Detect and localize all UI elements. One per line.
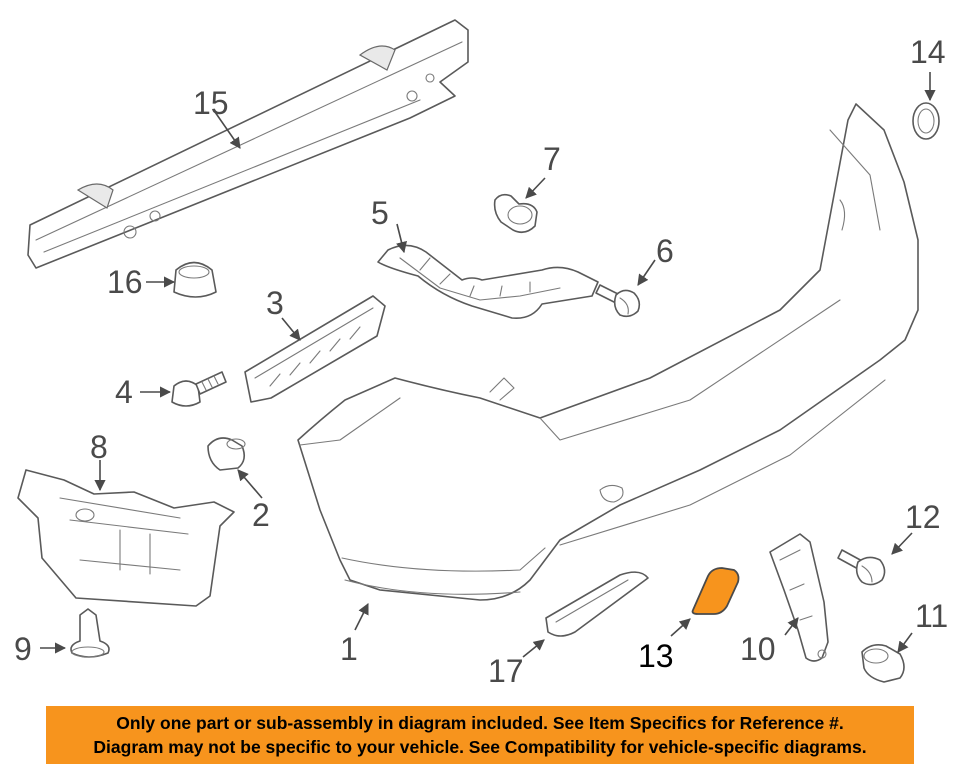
hex-bolt-part: [837, 549, 886, 586]
callout-5: 5: [371, 195, 389, 231]
parts-diagram: 15 14 7 5 6 16 3 4 8 2 12 11 9 1 13 10 1…: [14, 19, 948, 689]
lower-bracket-part: [17, 469, 235, 607]
bolt-part: [595, 284, 641, 318]
callout-8: 8: [90, 429, 108, 465]
callout-6: 6: [656, 233, 674, 269]
callout-7: 7: [543, 141, 561, 177]
callout-15: 15: [193, 85, 229, 121]
callout-2: 2: [252, 497, 270, 533]
tow-hook-cover-part: [691, 567, 740, 615]
pin-clip-part: [70, 608, 110, 658]
disclaimer-line-2: Diagram may not be specific to your vehi…: [93, 737, 867, 757]
callout-12: 12: [905, 499, 941, 535]
center-bracket-part: [244, 295, 386, 403]
disclaimer-line-1: Only one part or sub-assembly in diagram…: [116, 713, 844, 733]
callout-9: 9: [14, 631, 32, 667]
callout-13: 13: [638, 638, 674, 674]
reflector-part: [545, 571, 649, 637]
callout-3: 3: [266, 285, 284, 321]
callout-1: 1: [340, 631, 358, 667]
callout-4: 4: [115, 374, 133, 410]
o-ring-part: [912, 102, 940, 140]
rear-bracket-part: [769, 533, 829, 662]
push-clip-part: [207, 437, 246, 471]
bumper-cover-part: [297, 103, 919, 601]
callout-10: 10: [740, 631, 776, 667]
callout-17: 17: [488, 653, 524, 689]
callout-14: 14: [910, 34, 946, 70]
callout-16: 16: [107, 264, 143, 300]
screw-part: [171, 371, 227, 407]
callout-11: 11: [915, 598, 948, 634]
grommet-part: [173, 261, 217, 298]
side-bracket-part: [377, 244, 599, 320]
reinforcement-beam-part: [27, 19, 469, 269]
leader-lines: [40, 72, 936, 658]
retainer-clip-part: [861, 644, 905, 683]
clip-part: [493, 193, 538, 234]
disclaimer-banner: Only one part or sub-assembly in diagram…: [46, 706, 914, 764]
